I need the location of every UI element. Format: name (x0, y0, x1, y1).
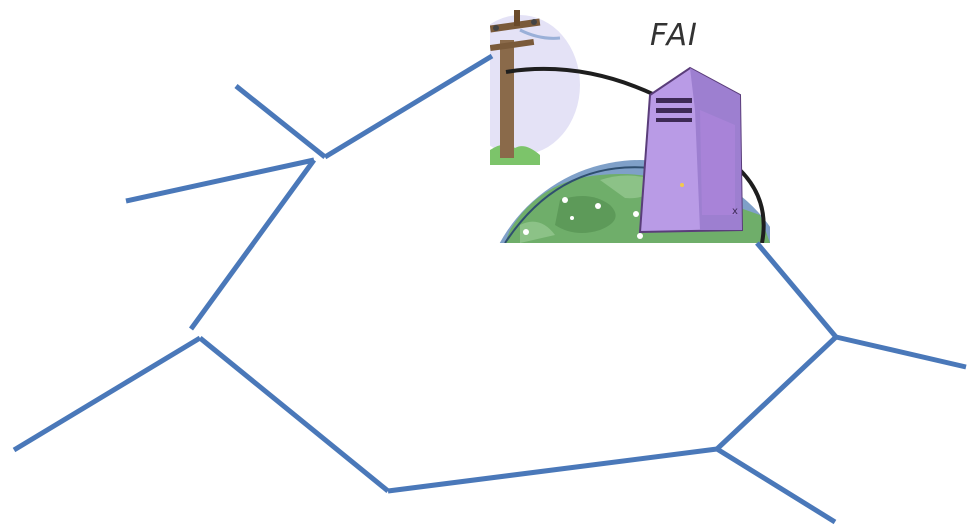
network-link (188, 158, 317, 331)
network-link (234, 84, 327, 159)
network-link (323, 53, 494, 160)
network-lines (12, 53, 967, 525)
cable (505, 66, 656, 97)
network-link (715, 446, 837, 525)
cable-rear (738, 168, 766, 243)
network-link (12, 335, 202, 453)
svg-text:x: x (732, 206, 738, 217)
sky-glow (490, 15, 580, 155)
server-tower-icon: x (638, 66, 744, 234)
network-link (125, 157, 315, 204)
globe-icon (499, 160, 770, 243)
network-link (835, 334, 967, 370)
network-link (755, 241, 838, 339)
network-link (387, 446, 718, 494)
fai-label: FAI (650, 18, 698, 53)
network-link (715, 335, 838, 451)
fai-illustration: x FAI (490, 10, 770, 243)
network-link (198, 336, 390, 493)
